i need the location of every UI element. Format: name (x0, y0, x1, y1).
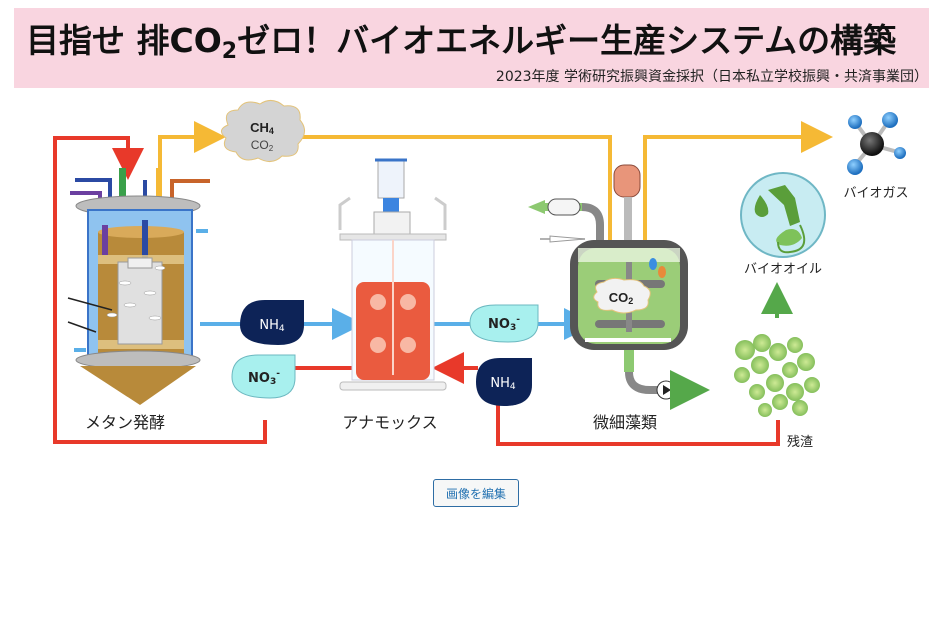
svg-text:NH4: NH4 (259, 318, 285, 334)
page-subtitle: 2023年度 学術研究振興資金採択（日本私立学校振興・共済事業団） (495, 69, 928, 85)
svg-text:CH4: CH4 (250, 120, 274, 136)
algae-co2-label: CO2 (609, 290, 634, 306)
tag-nh4-upper: NH4 (240, 300, 304, 345)
tag-nh4-lower: NH4 (476, 358, 532, 406)
microalgae-reactor (528, 164, 710, 410)
svg-text:NO3-: NO3- (488, 315, 520, 333)
yellow-flow-to-biogas (643, 121, 833, 262)
algae-cluster-icon (734, 334, 820, 417)
title-banner: 目指せ 排CO2ゼロ！バイオエネルギー生産システムの構築 2023年度 学術研究… (14, 8, 929, 88)
svg-text:NH4: NH4 (490, 376, 516, 392)
tag-no3-right: NO3- (469, 304, 539, 343)
red-flow-residue (496, 405, 780, 446)
svg-text:NO3-: NO3- (248, 369, 280, 387)
label-microalgae: 微細藻類 (593, 413, 657, 432)
label-biooil: バイオオイル (744, 262, 822, 277)
label-anammox: アナモックス (342, 413, 437, 432)
label-biogas: バイオガス (843, 186, 908, 201)
svg-text:CO2: CO2 (251, 138, 274, 153)
process-diagram: CH4 CO2 メタン発酵 (53, 100, 909, 450)
label-methane: メタン発酵 (85, 413, 165, 432)
biogas-molecule-icon (847, 112, 906, 175)
red-flow-return (53, 136, 267, 444)
page-title: 目指せ 排CO2ゼロ！バイオエネルギー生産システムの構築 (26, 21, 897, 64)
anammox-reactor (338, 158, 447, 391)
label-residue: 残渣 (787, 435, 813, 450)
tag-no3-lower: NO3- (231, 354, 296, 399)
gas-cloud: CH4 CO2 (221, 100, 305, 162)
yellow-flow-to-algae (300, 135, 626, 290)
edit-image-button[interactable]: 画像を編集 (433, 479, 519, 507)
methane-fermenter (67, 168, 210, 405)
biooil-icon (740, 172, 826, 258)
